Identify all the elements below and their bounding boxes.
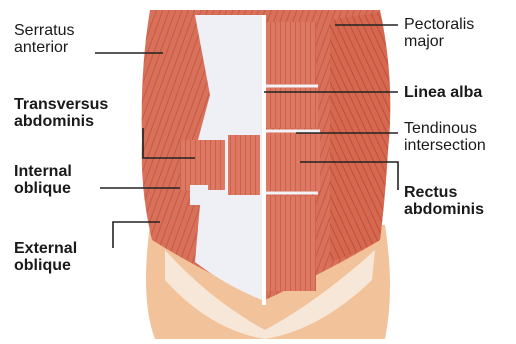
label-rectus-abdominis: Rectus abdominis <box>404 184 484 218</box>
right-oblique <box>330 12 390 262</box>
label-transversus-abdominis: Transversus abdominis <box>14 96 108 130</box>
label-serratus-anterior: Serratus anterior <box>14 22 74 56</box>
label-external-oblique: External oblique <box>14 240 77 274</box>
rectus-right <box>266 22 320 291</box>
label-linea-alba: Linea alba <box>404 84 482 101</box>
label-pectoralis-major: Pectoralis major <box>404 16 474 50</box>
label-tendinous-intersection: Tendinous intersection <box>404 120 486 154</box>
label-internal-oblique: Internal oblique <box>14 163 72 197</box>
